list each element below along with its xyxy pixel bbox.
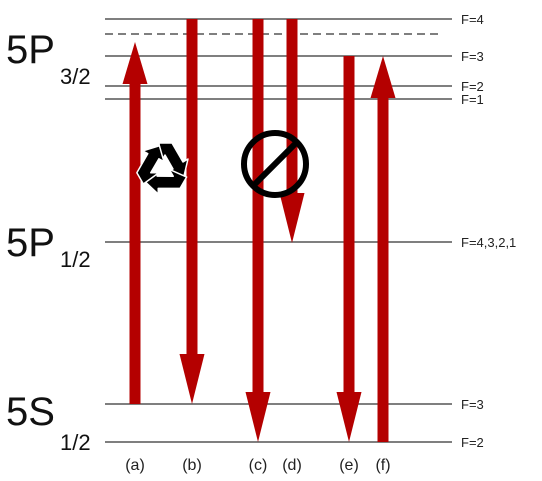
transition-label-0: (a) [125, 457, 145, 474]
energy-levels: F=4F=3F=2F=1F=4,3,2,1F=3F=2 [105, 12, 516, 450]
state-sublabel-5p32: 3/2 [60, 64, 91, 89]
transition-arrow-0-shaft [129, 83, 141, 404]
transition-arrow-5-shaft [377, 97, 389, 442]
transition-label-3: (d) [282, 457, 302, 474]
state-sublabel-5s12: 1/2 [60, 430, 91, 455]
level-label-p12: F=4,3,2,1 [461, 235, 516, 250]
level-label-s12-f3: F=3 [461, 397, 484, 412]
level-label-p32-f1: F=1 [461, 92, 484, 107]
transition-arrow-1-head [179, 354, 205, 404]
transition-arrow-1 [179, 19, 205, 404]
transition-arrows [122, 19, 396, 442]
transition-arrow-0 [122, 42, 148, 404]
level-label-p32-f2: F=2 [461, 79, 484, 94]
transition-icons [136, 130, 309, 198]
transition-arrow-3-shaft [286, 19, 298, 194]
state-label-5p12: 5P [6, 221, 55, 265]
transition-labels: (a) (b) (c) (d) (e) (f) [125, 457, 390, 474]
transition-arrow-3 [279, 19, 305, 243]
level-label-p32-f3: F=3 [461, 49, 484, 64]
state-label-5s12: 5S [6, 390, 55, 434]
transition-arrow-5-head [370, 56, 396, 98]
state-sublabel-5p12: 1/2 [60, 247, 91, 272]
state-label-5p32: 5P [6, 28, 55, 72]
transition-arrow-2 [245, 19, 271, 442]
transition-arrow-2-head [245, 392, 271, 442]
level-label-s12-f2: F=2 [461, 435, 484, 450]
transition-label-1: (b) [182, 457, 202, 474]
transition-arrow-2-shaft [252, 19, 264, 393]
transition-label-4: (e) [339, 457, 359, 474]
transition-arrow-4-head [336, 392, 362, 442]
transition-arrow-5 [370, 56, 396, 442]
transition-arrow-1-shaft [186, 19, 198, 355]
forbidden-icon [241, 130, 309, 198]
recycle-icon [136, 142, 189, 195]
transition-label-2: (c) [249, 457, 268, 474]
transition-label-5: (f) [375, 457, 390, 474]
level-label-p32-f4: F=4 [461, 12, 484, 27]
transition-arrow-3-head [279, 193, 305, 243]
transition-arrow-4 [336, 56, 362, 442]
transition-arrow-4-shaft [343, 56, 355, 393]
transition-arrow-0-head [122, 42, 148, 84]
